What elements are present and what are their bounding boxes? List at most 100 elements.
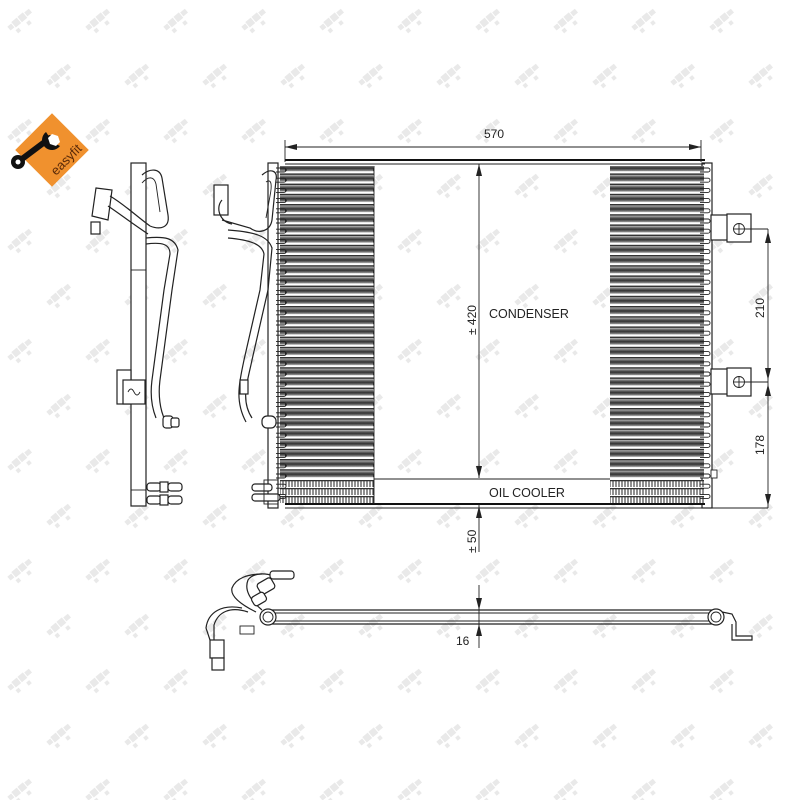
watermark-mark [435,502,467,532]
tube-end [700,371,711,377]
watermark-mark [747,62,779,92]
tube-end [276,473,287,479]
watermark-mark [279,612,311,642]
dim-width: 570 [484,127,504,141]
top-view: 16 [205,570,753,671]
tube-end [700,259,711,265]
watermark-mark [396,7,428,37]
watermark-mark [474,667,506,697]
watermark-mark [240,7,272,37]
condenser-label: CONDENSER [489,307,569,321]
watermark-mark [591,722,623,752]
watermark-mark [396,557,428,587]
watermark-mark [747,722,779,752]
oil-cooler-fins-left [280,480,374,503]
oil-cooler-fins-right [610,480,704,503]
watermark-mark [396,337,428,367]
watermark-mark [708,777,740,800]
watermark-mark [45,392,77,422]
tube-end [700,249,711,255]
watermark-mark [6,337,38,367]
tube-end [700,208,711,214]
tube-end [276,351,287,357]
watermark-mark [162,7,194,37]
tube-end [276,279,287,285]
watermark-mark [435,722,467,752]
watermark-mark [84,337,116,367]
tube-end [276,167,287,173]
tube-end [276,483,287,489]
watermark-mark [669,722,701,752]
watermark-mark [513,172,545,202]
tube-end [700,269,711,275]
watermark-mark [162,447,194,477]
watermark-mark [396,667,428,697]
watermark-mark [6,557,38,587]
tube-end [700,279,711,285]
tube-end [700,228,711,234]
watermark-mark [6,667,38,697]
tube-end [700,330,711,336]
watermark-mark [630,117,662,147]
watermark-mark [84,117,116,147]
watermark-mark [396,447,428,477]
watermark-mark [318,777,350,800]
watermark-mark [630,667,662,697]
watermark-mark [669,62,701,92]
watermark-mark [669,502,701,532]
watermark-mark [84,777,116,800]
watermark-mark [591,62,623,92]
watermark-mark [162,117,194,147]
tube-end [700,289,711,295]
watermark-mark [201,392,233,422]
watermark-mark [552,117,584,147]
watermark-mark [591,502,623,532]
watermark-mark [747,392,779,422]
watermark-mark [630,557,662,587]
tube-end [276,259,287,265]
condenser-fins-left [280,166,374,478]
watermark-mark [474,557,506,587]
watermark-mark [474,7,506,37]
tube-end [276,412,287,418]
watermark-mark [552,447,584,477]
dimensions: 570 ± 420 ± 50 210 178 [284,127,771,553]
tube-end [276,330,287,336]
watermark-mark [552,227,584,257]
watermark-mark [84,447,116,477]
dim-bracket-bottom: 178 [753,435,767,455]
watermark-mark [435,392,467,422]
watermark-mark [630,7,662,37]
dim-thickness: 16 [456,634,470,648]
watermark-mark [708,667,740,697]
condenser-fins-right [610,166,704,478]
watermark-mark [162,337,194,367]
watermark-mark [513,612,545,642]
watermark-mark [708,7,740,37]
mount-bracket-top [710,213,768,243]
watermark-mark [435,282,467,312]
watermark-mark [708,557,740,587]
watermark-mark [513,62,545,92]
watermark-mark [123,612,155,642]
watermark-mark [513,722,545,752]
tube-end [276,249,287,255]
watermark-mark [240,447,272,477]
watermark-mark [279,62,311,92]
tube-end [276,493,287,499]
watermark-mark [123,62,155,92]
watermark-mark [162,777,194,800]
tube-end [276,289,287,295]
watermark-mark [45,722,77,752]
watermark-mark [45,612,77,642]
watermark-mark [552,557,584,587]
watermark-mark [708,117,740,147]
watermark-mark [6,777,38,800]
tube-end [276,371,287,377]
tube-end [276,218,287,224]
watermark-mark [123,722,155,752]
tube-end [276,300,287,306]
watermark-mark [162,667,194,697]
watermark-mark [318,557,350,587]
watermark-mark [123,502,155,532]
